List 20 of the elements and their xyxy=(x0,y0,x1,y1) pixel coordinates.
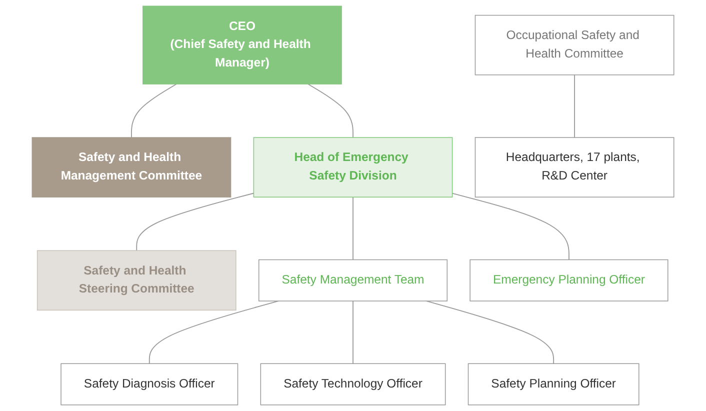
node-box: Safety and Health Management Committee xyxy=(32,137,232,198)
node-box: Safety Technology Officer xyxy=(260,363,446,406)
connector xyxy=(352,300,354,364)
node-box: Occupational Safety and Health Committee xyxy=(474,14,674,76)
connector xyxy=(307,84,354,138)
node-box: Safety Planning Officer xyxy=(468,363,640,406)
connector xyxy=(148,300,280,364)
connector xyxy=(136,192,254,252)
node-box: Safety and Health Steering Committee xyxy=(36,250,236,311)
connector xyxy=(131,84,177,138)
connector xyxy=(352,196,354,260)
node-box: Head of Emergency Safety Division xyxy=(253,137,453,198)
node-box: Safety Management Team xyxy=(258,259,448,302)
node-box: Headquarters, 17 plants, R&D Center xyxy=(474,137,674,198)
node-box: CEO (Chief Safety and Health Manager) xyxy=(142,6,342,84)
connector xyxy=(452,192,570,260)
node-box: Emergency Planning Officer xyxy=(470,259,668,302)
connector xyxy=(426,300,554,364)
connector xyxy=(574,74,575,138)
node-box: Safety Diagnosis Officer xyxy=(60,363,238,406)
